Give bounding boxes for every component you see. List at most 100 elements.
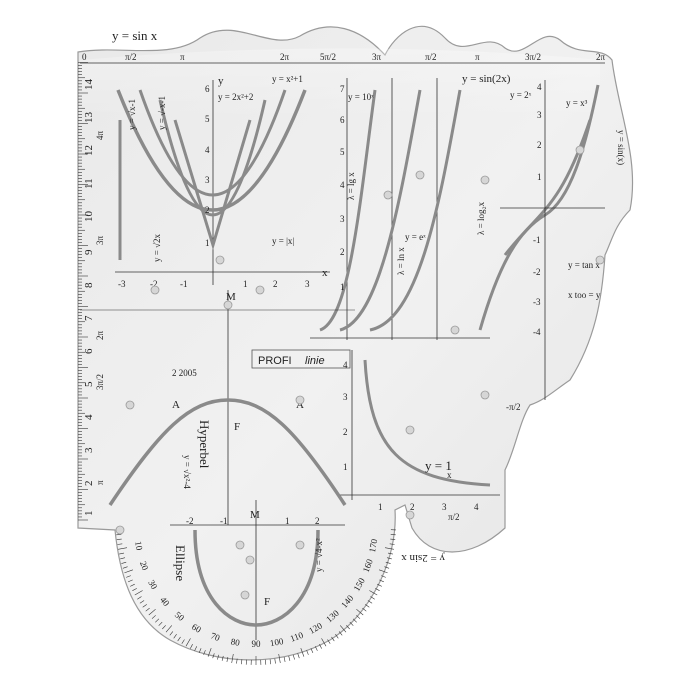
axis-tick: 4 [205, 145, 210, 155]
sine-heading: y = sin x [112, 28, 158, 43]
protractor-tick [387, 552, 393, 555]
ruler-label: 13 [83, 112, 95, 124]
protractor-tick [221, 655, 224, 661]
axis-x-label: x [322, 267, 328, 279]
template-hole [480, 390, 490, 400]
center-m: M [226, 291, 236, 303]
template-hole [295, 395, 305, 405]
recip-ytick: 3 [343, 392, 348, 402]
ruler-pi-label: 3π [95, 236, 105, 246]
recip-ytick: 2 [343, 427, 348, 437]
protractor-tick [142, 604, 147, 608]
protractor-tick [226, 656, 229, 662]
protractor-tick [127, 579, 133, 583]
protractor-tick [158, 621, 163, 626]
protractor-tick [162, 625, 166, 630]
template-hole [223, 300, 233, 310]
recip-xtick: 1 [378, 502, 383, 512]
protractor-tick [314, 646, 318, 651]
ell-xtick: -1 [220, 516, 228, 526]
formula-log2: λ = log₂x [476, 201, 486, 235]
sine-tick: π/2 [125, 52, 137, 62]
protractor-tick [120, 557, 126, 560]
protractor-tick [116, 538, 122, 540]
protractor-tick [381, 575, 386, 578]
ruler-label: 9 [83, 249, 95, 255]
protractor-tick [335, 634, 339, 639]
template-hole [235, 540, 245, 550]
brand-name: PROFI [258, 355, 292, 367]
ruler-pi-label: 3π/2 [95, 374, 105, 390]
recip-ytick: 1 [343, 462, 348, 472]
tan-section: y = tan x x too = y y = sin(x) 1 2 3 4 -… [500, 80, 626, 412]
protractor-tick [306, 650, 309, 655]
tan-ytick: -2 [533, 267, 541, 277]
protractor-tick [132, 588, 137, 591]
sine-tick: 2π [596, 52, 606, 62]
protractor-label: 10 [133, 540, 144, 551]
ruler-label: 8 [83, 282, 95, 288]
focus-a-right: A [296, 399, 304, 411]
protractor-tick [369, 590, 378, 596]
protractor-tick [390, 538, 396, 540]
template-hole [295, 540, 305, 550]
protractor-tick [274, 658, 276, 664]
ruler-label: 12 [83, 145, 95, 156]
exp-ytick: 2 [340, 247, 345, 257]
axis-tick: -3 [118, 279, 126, 289]
formula-sqrt2: y = √-x-1 [157, 96, 167, 130]
protractor-tick [203, 650, 206, 655]
protractor-tick [346, 625, 350, 630]
ruler-label: 11 [83, 178, 95, 189]
tan-ytick: -4 [533, 327, 541, 337]
protractor-tick [151, 615, 156, 619]
template-hole [215, 255, 225, 265]
recip-ytick: 4 [343, 360, 348, 370]
protractor-tick [119, 552, 125, 555]
exp-labels: y = 10ˣ y = eˣ y = 2ˣ y = x³ λ = lg x λ … [340, 84, 588, 292]
sine-axis: y = sin x 0 π/2 π 2π 5π/2 3π π/2 π 3π/2 … [80, 28, 606, 85]
axis-tick: 1 [243, 279, 248, 289]
protractor-tick [384, 566, 390, 569]
ruler-label: 6 [83, 348, 95, 354]
protractor-tick [321, 638, 327, 647]
protractor-tick [207, 647, 212, 657]
sine-tick: π [180, 52, 185, 62]
formula-sqrt2x: y = √2x [152, 233, 162, 262]
ruler-label: 5 [83, 381, 95, 387]
template-hole [383, 190, 393, 200]
template-hole [150, 285, 160, 295]
ell-xtick: 2 [315, 516, 320, 526]
ruler-label: 7 [83, 315, 95, 321]
protractor-tick [148, 608, 156, 616]
protractor-tick [241, 659, 243, 665]
protractor-tick [362, 607, 367, 612]
sine-tick: π [475, 52, 480, 62]
left-ruler-ticks [78, 62, 88, 521]
template-hole [245, 555, 255, 565]
protractor-tick [319, 644, 322, 649]
protractor-tick [118, 547, 128, 550]
brand-suffix: linie [305, 355, 325, 367]
exp-ytick: 4 [340, 180, 345, 190]
protractor-tick [190, 644, 193, 649]
tan-ytick: 4 [537, 82, 542, 92]
template-hole [450, 325, 460, 335]
protractor-label: 100 [269, 636, 285, 648]
axis-y-label: y [218, 75, 224, 87]
sine-tick: 3π/2 [525, 52, 541, 62]
protractor-tick [194, 646, 198, 651]
protractor-tick [126, 575, 131, 578]
tan-ytick: -3 [533, 297, 541, 307]
exp-ytick: 3 [340, 214, 345, 224]
formula-log10: λ = lg x [346, 172, 356, 200]
sine-tick: 0 [82, 52, 87, 62]
ellipse-heading: Ellipse [173, 545, 188, 581]
template-outline [77, 25, 634, 661]
protractor-tick [217, 654, 220, 660]
formula-2x: y = 2ˣ [510, 90, 532, 100]
template-hole [115, 525, 125, 535]
protractor-tick [236, 658, 238, 664]
protractor-tick [288, 655, 291, 661]
